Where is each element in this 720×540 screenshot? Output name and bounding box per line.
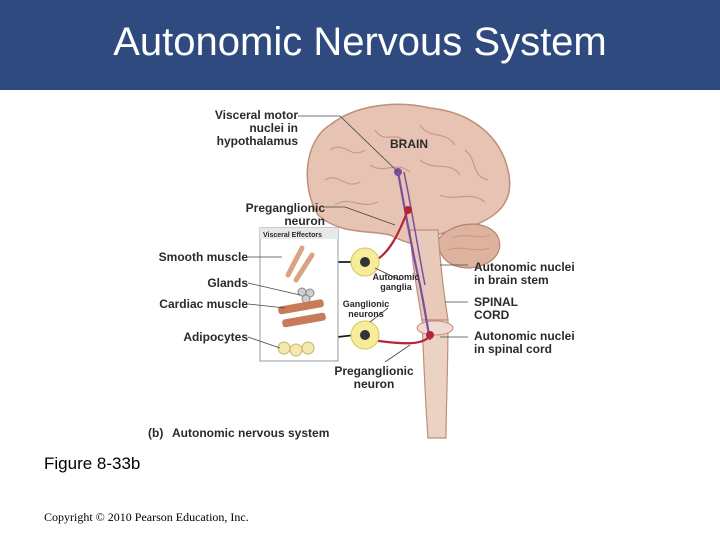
label-adipocytes: Adipocytes — [183, 330, 248, 344]
label-visceral-motor-1: Visceral motor — [215, 108, 298, 122]
adipocyte-cells — [277, 341, 315, 357]
label-cardiac-muscle: Cardiac muscle — [159, 297, 248, 311]
label-autonomic-spinal-2: in spinal cord — [474, 342, 552, 356]
label-visceral-motor-2: nuclei in — [249, 121, 298, 135]
figure-label: Figure 8-33b — [44, 454, 141, 473]
label-autonomic-ganglia-2: ganglia — [380, 282, 412, 292]
spinal-cord-shape — [421, 319, 449, 439]
leader-lines — [247, 115, 468, 363]
label-spinal-cord-1: SPINAL — [474, 295, 518, 309]
spinal-segment — [416, 320, 454, 336]
ganglia — [350, 247, 380, 350]
label-ganglionic-neurons-1: Ganglionic — [343, 299, 390, 309]
visceral-effectors-box: Visceral Effectors — [259, 227, 339, 362]
label-preganglionic-bottom-2: neuron — [354, 377, 395, 391]
cerebellum — [437, 223, 501, 269]
copyright: Copyright © 2010 Pearson Education, Inc. — [44, 510, 249, 524]
gland-cells — [297, 287, 315, 304]
caption-text: Autonomic nervous system — [172, 426, 329, 440]
label-preganglionic-bottom-1: Preganglionic — [334, 364, 414, 378]
label-autonomic-brainstem-1: Autonomic nuclei — [474, 260, 575, 274]
label-autonomic-brainstem-2: in brain stem — [474, 273, 549, 287]
label-autonomic-spinal-1: Autonomic nuclei — [474, 329, 575, 343]
label-autonomic-ganglia-1: Autonomic — [373, 272, 420, 282]
diagram-labels: Visceral motor nuclei in hypothalamus BR… — [148, 108, 575, 440]
hypothalamus-path — [396, 171, 432, 341]
label-glands: Glands — [207, 276, 248, 290]
label-smooth-muscle: Smooth muscle — [159, 250, 249, 264]
cerebrum — [306, 103, 511, 245]
label-visceral-motor-3: hypothalamus — [217, 134, 299, 148]
label-preganglionic-top-1: Preganglionic — [246, 201, 326, 215]
label-spinal-cord-2: CORD — [474, 308, 510, 322]
slide-title: Autonomic Nervous System — [113, 20, 607, 64]
ans-diagram: Visceral Effectors — [148, 103, 575, 440]
label-brain: BRAIN — [390, 137, 428, 151]
label-ganglionic-neurons-2: neurons — [348, 309, 384, 319]
label-preganglionic-top-2: neuron — [284, 214, 325, 228]
smooth-muscle-cells — [285, 245, 315, 283]
brain-illustration — [306, 103, 511, 439]
visceral-effectors-label: Visceral Effectors — [263, 232, 322, 239]
preganglionic-bottom-path — [371, 334, 431, 345]
title-bar — [0, 0, 720, 90]
caption-part: (b) — [148, 426, 163, 440]
brain-folds — [324, 124, 491, 251]
cardiac-muscle-cells — [278, 299, 326, 328]
